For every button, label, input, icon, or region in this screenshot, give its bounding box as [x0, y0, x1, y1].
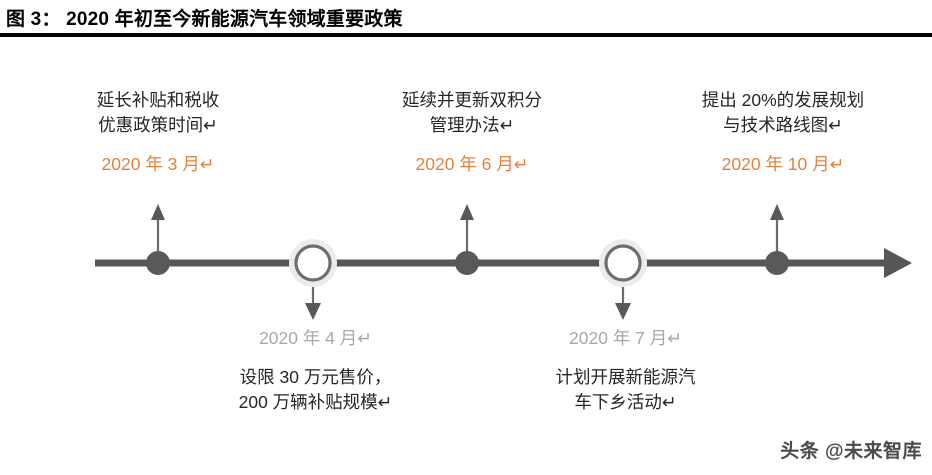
event-date: 2020 年 6 月↵	[415, 153, 529, 174]
header-divider	[0, 33, 932, 37]
timeline-arrowhead	[884, 248, 912, 278]
event-description: 设限 30 万元售价， 200 万辆补贴规模↵	[238, 366, 393, 412]
event-date: 2020 年 7 月↵	[569, 328, 682, 348]
connector-2020-10	[770, 204, 784, 263]
timeline-marker-filled-dot[interactable]	[146, 251, 170, 275]
event-date: 2020 年 3 月↵	[101, 153, 215, 174]
event-description: 延续并更新双积分 管理办法↵	[402, 90, 542, 135]
connector-2020-04	[305, 272, 321, 320]
timeline-marker-hollow-ring[interactable]	[289, 239, 337, 287]
event-description: 计划开展新能源汽 车下乡活动↵	[555, 366, 696, 412]
timeline-event-2020-07: 2020 年 7 月↵ 计划开展新能源汽 车下乡活动↵	[508, 326, 743, 415]
timeline-event-2020-06: 延续并更新双积分 管理办法↵ 2020 年 6 月↵	[357, 88, 587, 177]
timeline-event-2020-03: 延长补贴和税收 优惠政策时间↵ 2020 年 3 月↵	[38, 88, 278, 177]
page-title: 图 3： 2020 年初至今新能源汽车领域重要政策	[6, 9, 403, 30]
event-date: 2020 年 10 月↵	[721, 153, 845, 174]
timeline-marker-filled-dot[interactable]	[765, 251, 789, 275]
connector-2020-03	[151, 204, 165, 263]
timeline-event-2020-04: 2020 年 4 月↵ 设限 30 万元售价， 200 万辆补贴规模↵	[193, 326, 438, 415]
figure-header: 图 3： 2020 年初至今新能源汽车领域重要政策	[0, 0, 932, 38]
connector-2020-07	[615, 272, 631, 320]
timeline-event-2020-10: 提出 20%的发展规划 与技术路线图↵ 2020 年 10 月↵	[658, 88, 908, 177]
event-description: 延长补贴和税收 优惠政策时间↵	[96, 90, 220, 135]
watermark: 头条 @未来智库	[780, 441, 922, 462]
event-description: 提出 20%的发展规划 与技术路线图↵	[701, 90, 865, 135]
timeline-marker-filled-dot[interactable]	[455, 251, 479, 275]
timeline-marker-hollow-ring[interactable]	[599, 239, 647, 287]
connector-2020-06	[460, 204, 474, 263]
event-date: 2020 年 4 月↵	[259, 328, 372, 348]
